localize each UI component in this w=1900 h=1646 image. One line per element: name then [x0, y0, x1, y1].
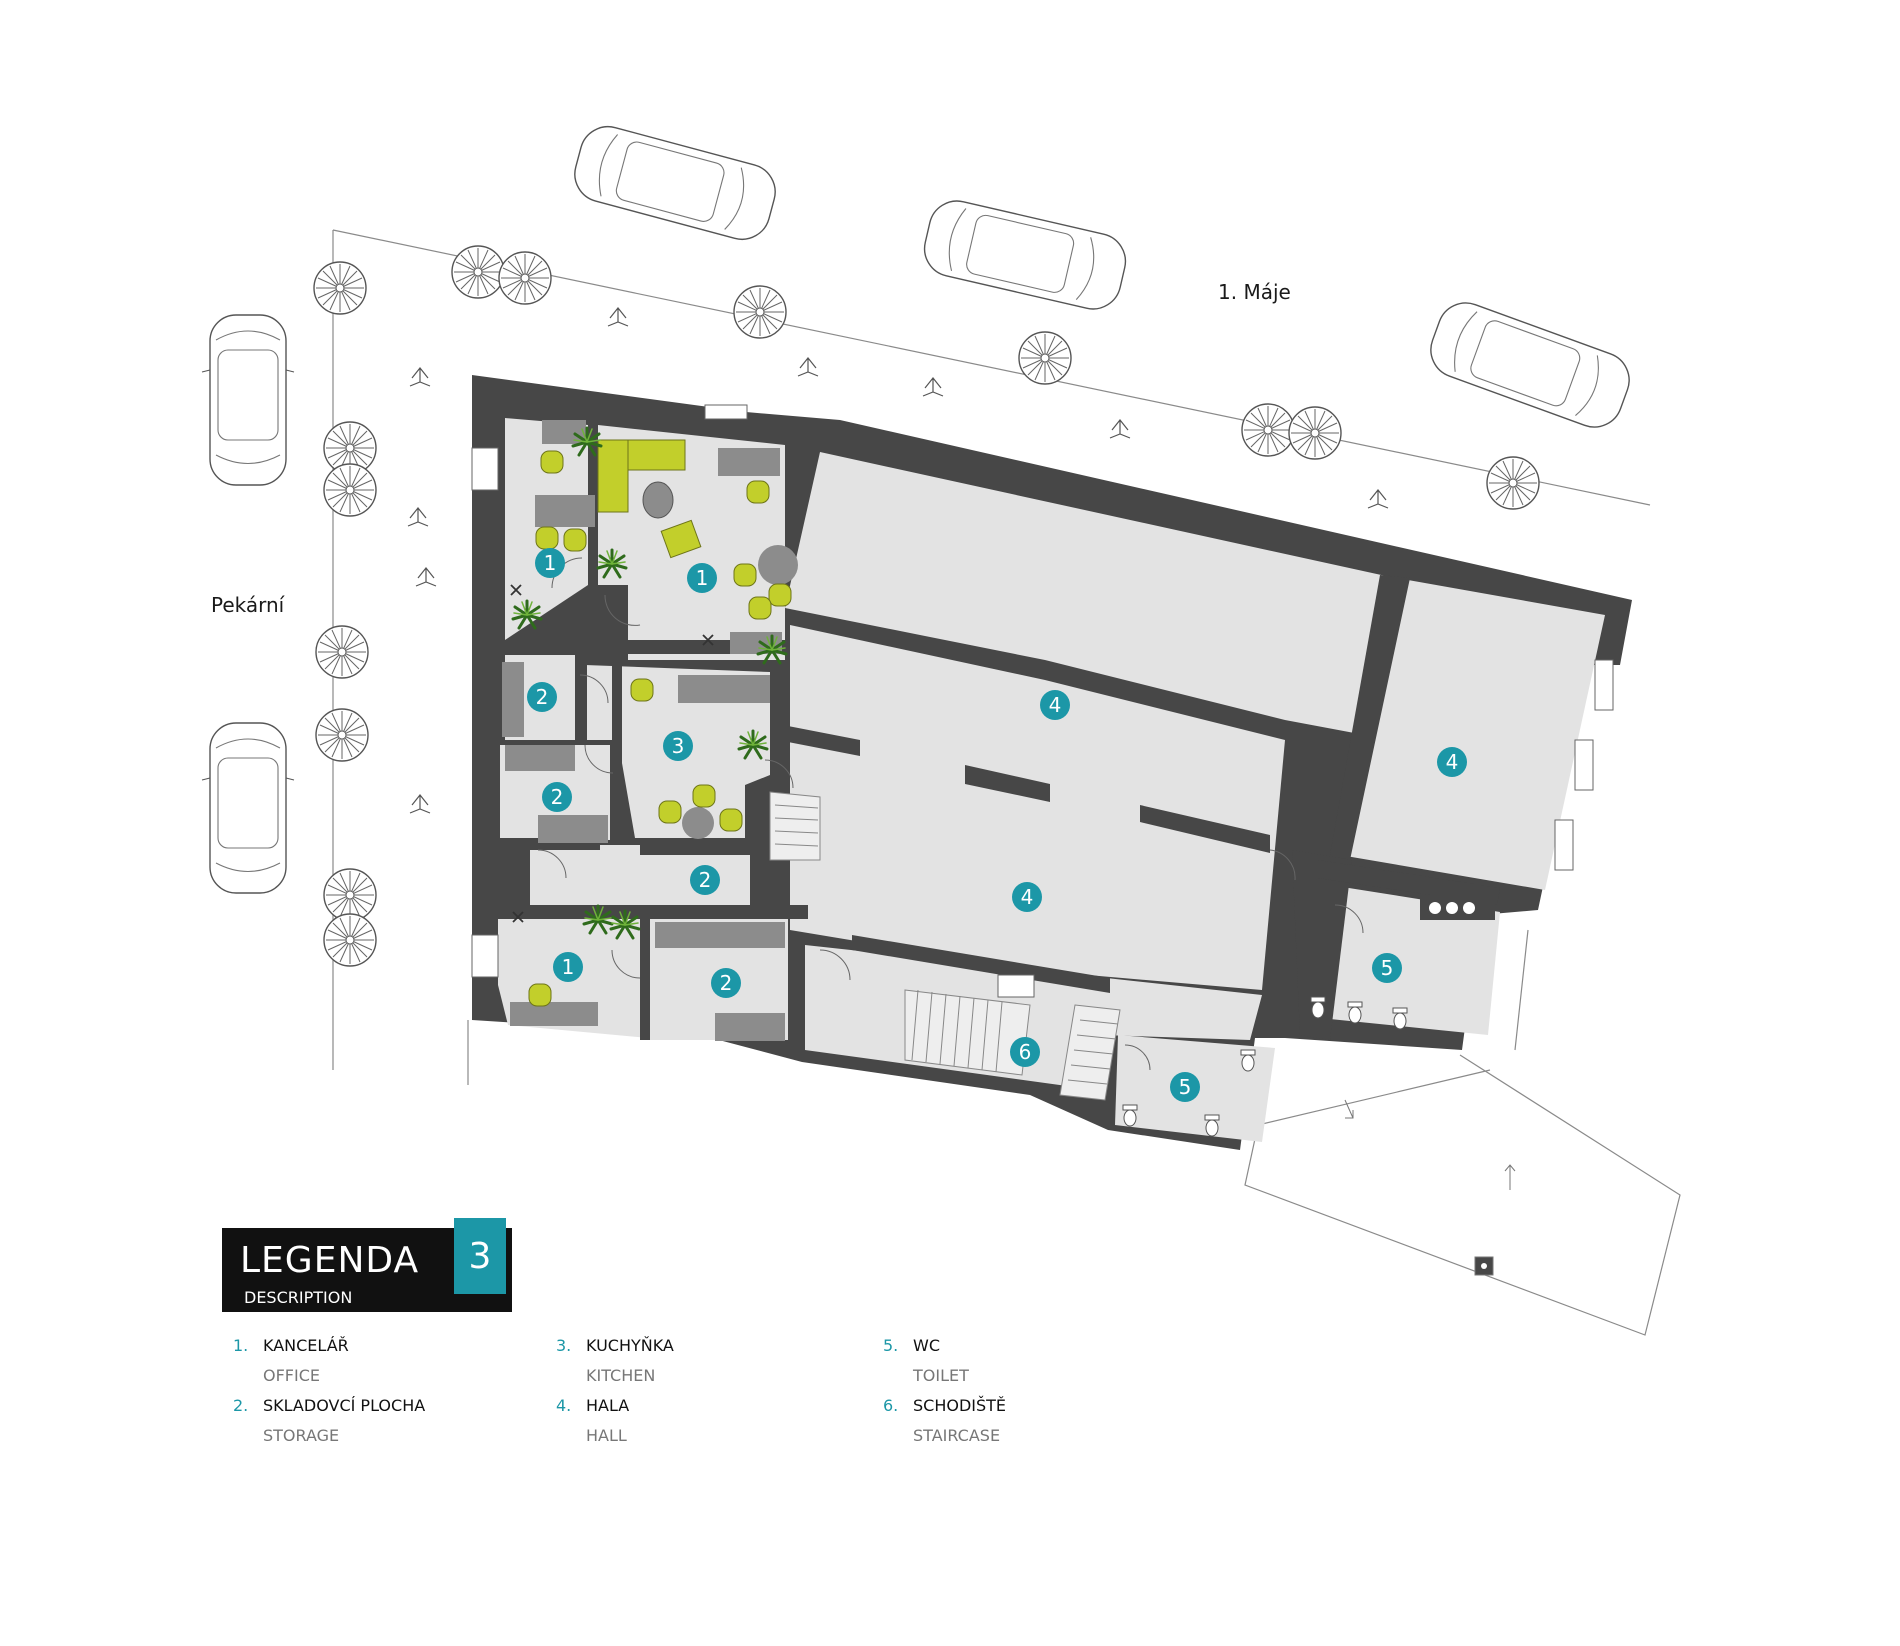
room-number-markers: 1 1 1 2 2 2 2 3 4 4 4 5 5 6	[527, 548, 1467, 1102]
svg-text:2: 2	[551, 785, 564, 809]
legend-title: LEGENDA	[240, 1240, 420, 1281]
interior-walls	[498, 420, 1500, 1040]
legend-item-czech: SKLADOVCÍ PLOCHA	[263, 1396, 426, 1415]
room-hall-b	[1340, 580, 1605, 890]
svg-text:5: 5	[1381, 956, 1394, 980]
legend-item-number: 5.	[883, 1336, 899, 1355]
svg-text:1: 1	[544, 551, 557, 575]
room-marker-office: 1	[553, 952, 583, 982]
svg-text:2: 2	[720, 971, 733, 995]
legend-item-english: STORAGE	[263, 1426, 340, 1445]
room-marker-storage: 2	[542, 782, 572, 812]
staircases	[769, 791, 1121, 1101]
room-marker-hall: 4	[1437, 747, 1467, 777]
legend-item-number: 3.	[556, 1336, 572, 1355]
svg-text:4: 4	[1446, 750, 1459, 774]
legend-item-english: STAIRCASE	[913, 1426, 1001, 1445]
svg-text:4: 4	[1021, 885, 1034, 909]
courtyard-marks	[1344, 1099, 1516, 1276]
room-marker-office: 1	[687, 563, 717, 593]
svg-text:6: 6	[1019, 1040, 1032, 1064]
svg-text:1: 1	[562, 955, 575, 979]
room-marker-staircase: 6	[1010, 1037, 1040, 1067]
svg-text:2: 2	[699, 868, 712, 892]
room-hall-a	[785, 452, 1395, 735]
svg-text:2: 2	[536, 685, 549, 709]
windows	[471, 404, 1614, 998]
room-marker-office: 1	[535, 548, 565, 578]
room-marker-kitchen: 3	[663, 731, 693, 761]
legend-item-english: OFFICE	[263, 1366, 320, 1385]
street-label-north: 1. Máje	[1218, 280, 1291, 304]
room-wc-a	[1320, 885, 1500, 1035]
legend-item-number: 4.	[556, 1396, 572, 1415]
svg-text:1: 1	[696, 566, 709, 590]
room-marker-hall: 4	[1040, 690, 1070, 720]
room-marker-toilet: 5	[1170, 1072, 1200, 1102]
furniture	[502, 420, 1495, 1137]
legend-item-czech: KUCHYŇKA	[586, 1336, 674, 1355]
pedestrians	[407, 307, 1389, 814]
legend-item-czech: SCHODIŠTĚ	[913, 1396, 1007, 1415]
svg-text:3: 3	[672, 734, 685, 758]
street-label-west: Pekární	[211, 593, 285, 617]
doors	[537, 557, 1364, 1071]
room-marker-hall: 4	[1012, 882, 1042, 912]
legend-item-number: 1.	[233, 1336, 249, 1355]
legend-item-number: 2.	[233, 1396, 249, 1415]
legend-item-english: HALL	[586, 1426, 627, 1445]
legend-item-czech: KANCELÁŘ	[263, 1336, 349, 1355]
legend-item-czech: WC	[913, 1336, 940, 1355]
room-marker-toilet: 5	[1372, 953, 1402, 983]
legend-item-number: 6.	[883, 1396, 899, 1415]
room-marker-storage: 2	[527, 682, 557, 712]
room-marker-storage: 2	[711, 968, 741, 998]
legend-floor-badge: 3	[454, 1218, 506, 1294]
room-marker-storage: 2	[690, 865, 720, 895]
legend-item-czech: HALA	[586, 1396, 630, 1415]
svg-text:4: 4	[1049, 693, 1062, 717]
room-hall-c	[790, 625, 1285, 990]
svg-text:5: 5	[1179, 1075, 1192, 1099]
legend-item-english: TOILET	[913, 1366, 969, 1385]
legend-subtitle: DESCRIPTION	[244, 1288, 353, 1307]
legend-item-english: KITCHEN	[586, 1366, 656, 1385]
